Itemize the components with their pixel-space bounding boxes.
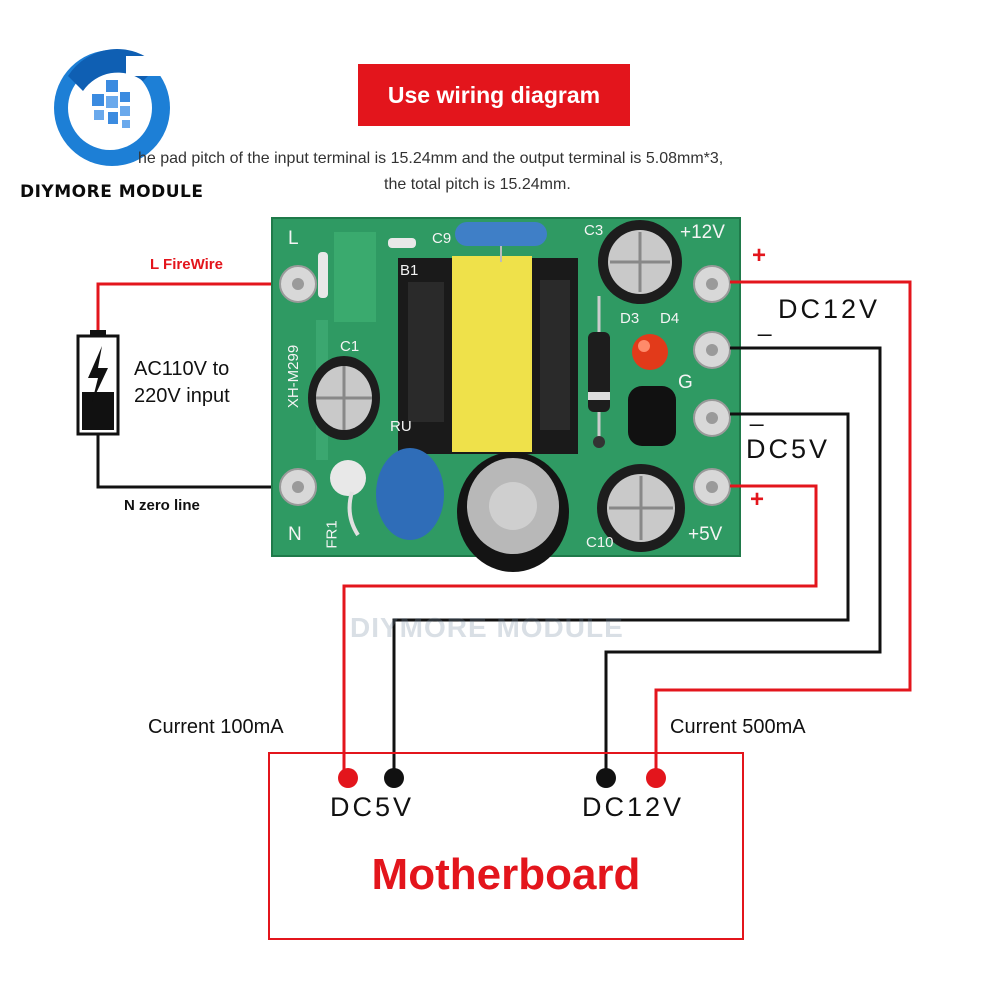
- dc5-output-label: DC5V: [746, 434, 831, 464]
- pcb-ru-label: RU: [390, 418, 412, 435]
- ac-source-icon: [76, 330, 120, 436]
- pcb-g-label: G: [678, 372, 693, 393]
- dc12-output-label: DC12V: [778, 294, 881, 324]
- page-title: Use wiring diagram: [358, 64, 630, 126]
- varistor: [376, 448, 444, 540]
- wire-5v-positive: [342, 484, 818, 776]
- motherboard-dc5v-label: DC5V: [330, 792, 415, 822]
- neutral-wire: [96, 432, 298, 489]
- pcb-pin-l-label: L: [288, 228, 299, 249]
- pcb-fr1-label: FR1: [323, 520, 341, 549]
- dc12-minus-sign: _: [758, 310, 772, 337]
- pcb-c9-label: C9: [432, 230, 452, 247]
- pcb-model-label: XH-M299: [285, 344, 303, 409]
- pcb-c3-label: C3: [584, 222, 604, 239]
- mb-terminal-5v-ground: [384, 768, 404, 788]
- pcb-d3-label: D3: [620, 310, 640, 327]
- wire-12v-positive: [654, 280, 912, 776]
- motherboard-box: [268, 752, 744, 940]
- pcb-pin-n-label: N: [288, 524, 302, 545]
- current-12v-label: Current 500mA: [670, 716, 806, 738]
- pcb-c10-label: C10: [586, 534, 614, 551]
- watermark: DIYMORE MODULE: [350, 612, 624, 643]
- wire-5v-ground: [392, 412, 850, 776]
- pcb-5v-label: +5V: [688, 524, 723, 545]
- dc5-minus-sign: _: [750, 400, 764, 427]
- brand-name: DIYMORE MODULE: [20, 182, 204, 202]
- mb-terminal-5v-positive: [338, 768, 358, 788]
- motherboard-title: Motherboard: [371, 850, 641, 899]
- wire-12v-ground: [604, 346, 882, 776]
- description-line-1: he pad pitch of the input terminal is 15…: [138, 150, 724, 167]
- description-line-2: the total pitch is 15.24mm.: [384, 176, 571, 193]
- regulator: [628, 386, 676, 446]
- current-5v-label: Current 100mA: [148, 716, 284, 738]
- ac-input-line-1: AC110V to: [134, 358, 230, 380]
- pcb-b1-label: B1: [400, 262, 419, 279]
- neutral-wire-label: N zero line: [124, 497, 200, 514]
- dc5-plus-sign: +: [750, 486, 765, 513]
- mb-terminal-12v-ground: [596, 768, 616, 788]
- ac-input-line-2: 220V input: [134, 385, 230, 407]
- pcb-12v-label: +12V: [680, 222, 725, 243]
- brand-logo: [54, 49, 170, 166]
- fuse-resistor: [330, 460, 366, 496]
- live-wire-label: L FireWire: [150, 256, 223, 273]
- motherboard-dc12v-label: DC12V: [582, 792, 685, 822]
- live-wire: [96, 282, 298, 334]
- pcb-d4-label: D4: [660, 310, 680, 327]
- led: [632, 334, 668, 370]
- x-capacitor: [455, 222, 547, 246]
- pcb-c1-label: C1: [340, 338, 360, 355]
- mb-terminal-12v-positive: [646, 768, 666, 788]
- dc12-plus-sign: +: [752, 242, 767, 269]
